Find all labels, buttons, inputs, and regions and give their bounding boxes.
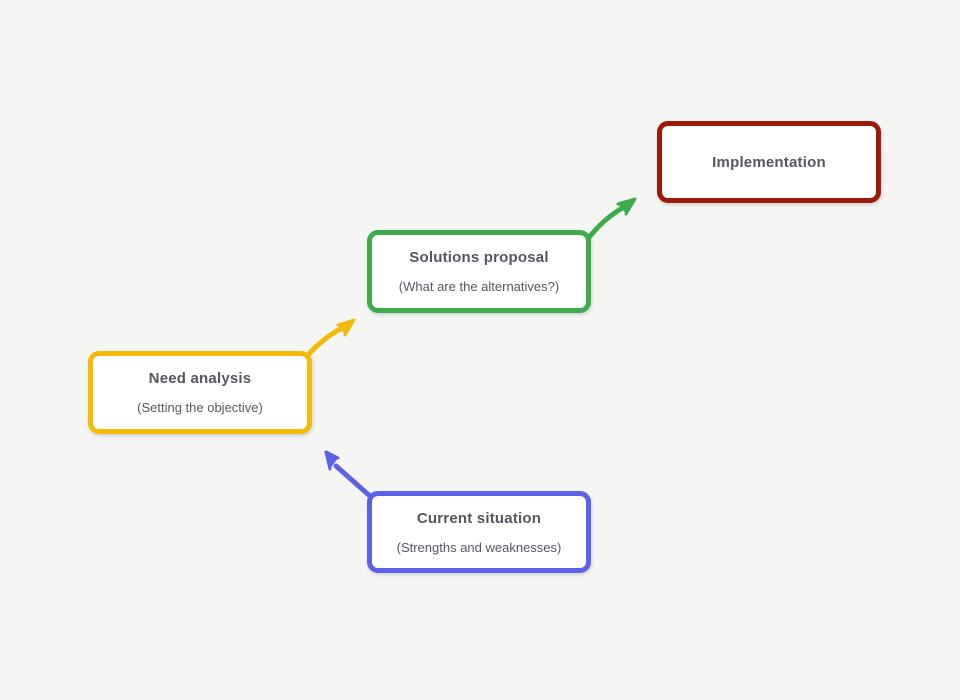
arrow-head-icon [618, 199, 635, 214]
arrow-head-stroke [616, 197, 637, 216]
node-title: Need analysis [148, 370, 252, 387]
arrow-solutions-to-implementation [584, 197, 637, 243]
node-title: Current situation [416, 509, 542, 527]
node-solutions-proposal: Solutions proposal (What are the alterna… [367, 230, 591, 313]
node-need-analysis: Need analysis (Setting the objective) [88, 351, 312, 434]
node-current-situation: Current situation (Strengths and weaknes… [367, 491, 591, 573]
arrow-current-to-need [324, 450, 374, 500]
arrow-shaft [333, 463, 374, 500]
node-subtitle: (Setting the objective) [137, 400, 263, 415]
arrow-need-to-solutions [303, 318, 356, 360]
node-subtitle: (Strengths and weaknesses) [396, 539, 562, 555]
node-title: Solutions proposal [409, 249, 549, 266]
arrow-head-stroke [336, 318, 356, 337]
node-title: Implementation [712, 153, 826, 171]
node-implementation: Implementation [657, 121, 881, 203]
node-subtitle: (What are the alternatives?) [398, 279, 560, 294]
arrow-head-stroke [324, 450, 340, 471]
arrow-head-icon [326, 452, 338, 469]
arrow-head-icon [338, 320, 354, 335]
arrow-shaft [303, 324, 347, 360]
arrow-shaft [584, 204, 627, 243]
